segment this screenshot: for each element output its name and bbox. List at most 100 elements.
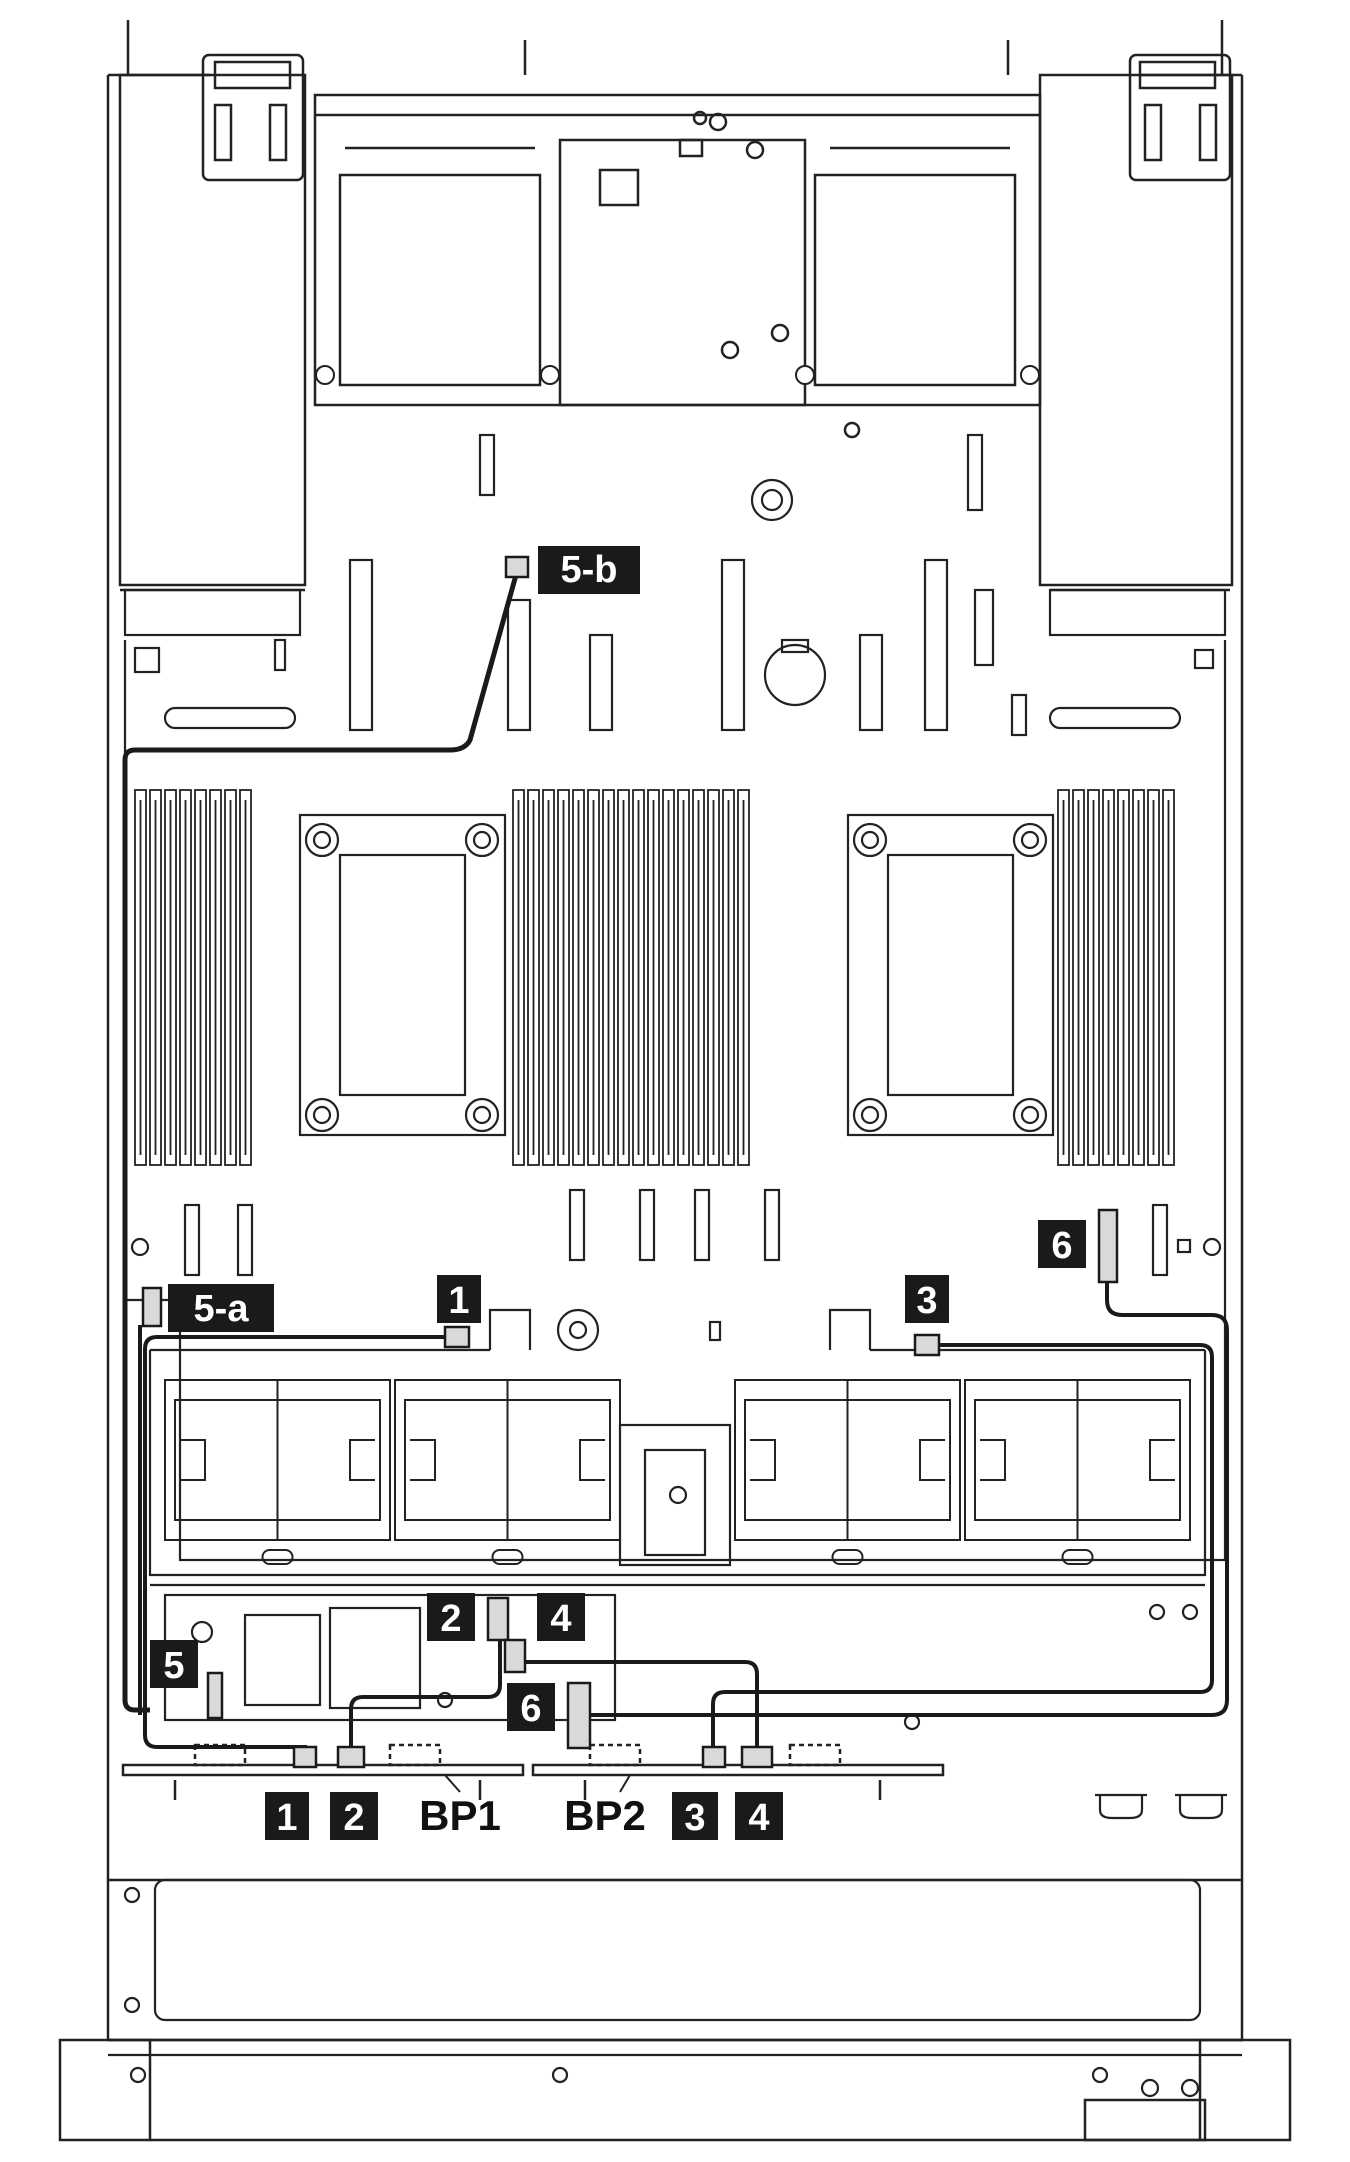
callout-1-top-text: 1 [448, 1280, 469, 1322]
dimm-bank-c-slot [1117, 789, 1130, 1166]
dimm-bank-c-slot [1057, 789, 1070, 1166]
fan-cage [148, 1308, 1207, 1577]
callout-5-a: 5-a [168, 1284, 274, 1332]
callout-6-mid-text: 6 [520, 1688, 541, 1730]
pcie-slots [348, 433, 1028, 737]
connector-4-bp [740, 1745, 774, 1769]
dimm-bank-a-slot [164, 789, 177, 1166]
backplane-label-bp2: BP2 [564, 1792, 646, 1839]
backplane-bp2 [531, 1743, 945, 1800]
dimm-bank-c-slot [1087, 789, 1100, 1166]
riser-screws [315, 365, 1040, 385]
connector-1-mb [443, 1325, 471, 1349]
fan-blade [410, 1439, 436, 1481]
dimm-bank-a-slot [224, 789, 237, 1166]
dimm-bank-b-slot [722, 789, 735, 1166]
connector-5a [141, 1286, 163, 1328]
dimm-bank-b-slot [602, 789, 615, 1166]
connector-2-mb [486, 1596, 510, 1642]
fan-latch [491, 1549, 524, 1565]
fan-latch [1061, 1549, 1094, 1565]
cable-4 [525, 1660, 759, 1760]
backplane-zone [150, 1583, 1205, 1731]
fan-latch [831, 1549, 864, 1565]
fan-blade [349, 1439, 375, 1481]
callout-5-left-text: 5 [163, 1645, 184, 1687]
callout-2-mid: 2 [427, 1593, 475, 1641]
callout-4-mid: 4 [537, 1593, 585, 1641]
callout-1-top: 1 [437, 1275, 481, 1323]
dimm-bank-a-slot [239, 789, 252, 1166]
connector-5b [504, 555, 530, 579]
fan-modules [164, 1379, 1191, 1565]
callout-5-a-text: 5-a [194, 1288, 250, 1330]
riser-cage [313, 93, 1042, 439]
cable-6 [590, 1280, 1229, 1717]
connector-2-bp [336, 1745, 366, 1769]
dimm-bank-b-slot [587, 789, 600, 1166]
dimm-bank-b-slot [572, 789, 585, 1166]
front-latches [1095, 1793, 1227, 1820]
backplane-label-bp1: BP1 [419, 1792, 501, 1839]
dimm-bank-b-slot [677, 789, 690, 1166]
callout-5-b-text: 5-b [561, 549, 618, 591]
connector-3-mb [913, 1333, 941, 1357]
callout-4-mid-text: 4 [550, 1598, 571, 1640]
fan-blade [980, 1439, 1006, 1481]
fan-latch [261, 1549, 294, 1565]
connector-4-mb [503, 1638, 527, 1674]
bp-label-leaders [444, 1774, 631, 1793]
callout-4-bottom: 4 [735, 1792, 783, 1840]
connector-5-pwr [206, 1671, 224, 1720]
lower-mb-connectors [130, 1188, 1222, 1352]
callout-6-top-text: 6 [1051, 1225, 1072, 1267]
dimm-bank-c-slot [1162, 789, 1175, 1166]
dimm-bank-c-slot [1147, 789, 1160, 1166]
psu-latch-right [1128, 53, 1232, 182]
callout-3-top: 3 [905, 1275, 949, 1323]
callout-3-top-text: 3 [916, 1280, 937, 1322]
dimm-banks [134, 789, 1175, 1166]
callout-5-left: 5 [150, 1640, 198, 1688]
callout-6-top: 6 [1038, 1220, 1086, 1268]
cable-1 [143, 1335, 462, 1760]
callout-1-bottom: 1 [265, 1792, 309, 1840]
cpu-screws [304, 822, 1048, 1133]
dimm-bank-b-slot [647, 789, 660, 1166]
cable-5 [122, 574, 519, 1715]
dimm-bank-b-slot [692, 789, 705, 1166]
dimm-bank-b-slot [542, 789, 555, 1166]
cable-connectors [141, 555, 1119, 1769]
connector-3-bp [701, 1745, 727, 1769]
dimm-bank-b-slot [662, 789, 675, 1166]
dimm-bank-b-slot [617, 789, 630, 1166]
fan-blade [919, 1439, 945, 1481]
dimm-bank-c-slot [1072, 789, 1085, 1166]
dimm-bank-b-slot [527, 789, 540, 1166]
cpu-socket-1 [298, 813, 507, 1137]
callout-4-bottom-text: 4 [748, 1797, 769, 1839]
connector-6-pwr [566, 1681, 592, 1750]
front-drive-bay [108, 1878, 1242, 2098]
connector-6-mb [1097, 1208, 1119, 1284]
cable-3 [711, 1343, 1214, 1760]
callout-1-bottom-text: 1 [276, 1797, 297, 1839]
cable-2 [349, 1640, 502, 1760]
fan-blade [1149, 1439, 1175, 1481]
dimm-bank-b-slot [707, 789, 720, 1166]
mb-connectors [133, 638, 1215, 730]
cpu-socket-2 [846, 813, 1055, 1137]
callout-5-b: 5-b [538, 546, 640, 594]
callout-2-bottom-text: 2 [343, 1797, 364, 1839]
dimm-bank-b-slot [632, 789, 645, 1166]
dimm-bank-a-slot [209, 789, 222, 1166]
callout-2-bottom: 2 [330, 1792, 378, 1840]
backplane-bp1 [121, 1743, 525, 1800]
dimm-bank-b-slot [557, 789, 570, 1166]
dimm-bank-a-slot [134, 789, 147, 1166]
callout-3-bottom-text: 3 [684, 1797, 705, 1839]
callout-3-bottom: 3 [672, 1792, 718, 1840]
motherboard [123, 588, 1227, 1562]
fan-blade [579, 1439, 605, 1481]
